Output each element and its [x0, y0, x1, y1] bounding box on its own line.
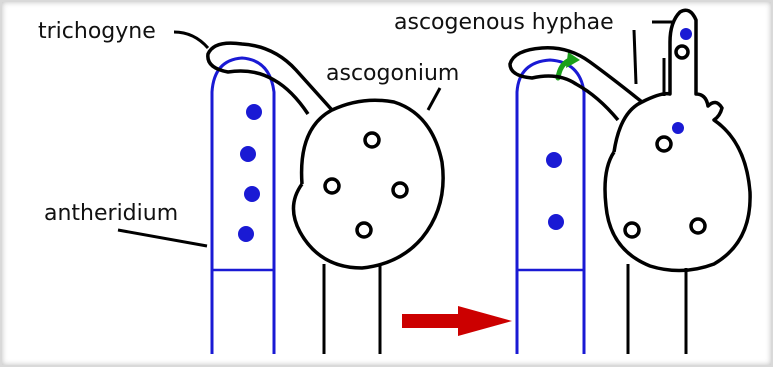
right-arrow-icon: [402, 306, 512, 336]
trichogyne-label: trichogyne: [38, 19, 156, 44]
ascogonium-left: [208, 43, 443, 354]
antheridium-left: [212, 58, 274, 354]
antheridium-right: [517, 60, 584, 354]
ascogenous-hyphae-label: ascogenous hyphae: [394, 10, 614, 35]
ascogonium-label: ascogonium: [326, 61, 459, 86]
ascogonium-leader: [428, 88, 440, 110]
antheridium-label: antheridium: [44, 201, 178, 226]
ascogenous-hyphae-leader: [634, 30, 636, 84]
stage-before: trichogyne ascogonium antheridium: [38, 19, 459, 354]
antheridium-leader: [118, 230, 207, 246]
trichogyne-leader: [174, 32, 208, 48]
